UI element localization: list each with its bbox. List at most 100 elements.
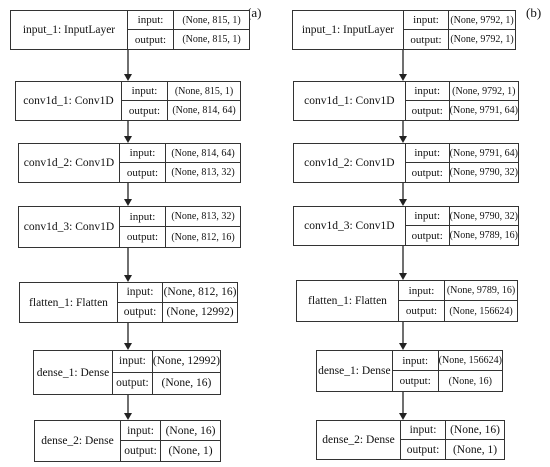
- output-label: output:: [120, 163, 166, 182]
- output-shape: (None, 16): [161, 377, 212, 390]
- output-shape: (None, 156624): [449, 305, 513, 317]
- layer-io-table: input:(None, 12992)output: (None, 16): [112, 351, 220, 394]
- input-shape: (None, 9792, 1): [449, 11, 515, 30]
- input-shape: (None, 9790, 32): [449, 207, 518, 226]
- layer-name: flatten_1: Flatten: [20, 283, 118, 322]
- output-label: output:: [122, 101, 168, 120]
- layer-name: conv1d_2: Conv1D: [294, 144, 406, 182]
- arrow-head-b-3: [399, 199, 407, 206]
- output-shape: (None, 9789, 16): [449, 230, 518, 241]
- layer-io-table: input:(None, 16)output: (None, 1): [401, 421, 504, 459]
- output-shape: (None, 12992): [166, 306, 234, 319]
- input-shape: (None, 9791, 64): [449, 144, 518, 163]
- output-label: output:: [406, 101, 450, 120]
- output-shape: (None, 16): [448, 375, 492, 387]
- layer-io-table: input:(None, 9790, 32)output:(None, 9789…: [405, 207, 518, 245]
- output-shape: (None, 812, 16): [171, 231, 235, 243]
- layer-io-table: input:(None, 9792, 1)output:(None, 9791,…: [405, 82, 518, 120]
- layer-name: input_1: InputLayer: [293, 11, 404, 49]
- output-label: output:: [113, 372, 153, 394]
- input-label: input:: [405, 144, 450, 163]
- layer-io-table: input:(None, 9789, 16)output: (None, 1566…: [399, 281, 517, 321]
- input-shape: (None, 9789, 16): [445, 281, 517, 301]
- input-shape: (None, 812, 16): [163, 283, 237, 303]
- output-shape: (None, 815, 1): [182, 34, 241, 45]
- output-shape: (None, 9792, 1): [450, 34, 514, 45]
- input-label: input:: [120, 144, 166, 163]
- layer-name: conv1d_1: Conv1D: [294, 82, 406, 120]
- output-shape: (None, 813, 32): [171, 167, 235, 178]
- layer-io-table: input:(None, 815, 1)output:(None, 814, 6…: [122, 82, 240, 120]
- arrow-head-a-3: [124, 199, 132, 206]
- layer-name: conv1d_3: Conv1D: [19, 207, 120, 247]
- input-label: input:: [128, 11, 174, 30]
- arrow-head-a-4: [124, 275, 132, 282]
- input-shape: (None, 815, 1): [168, 82, 240, 101]
- layer-io-table: input:(None, 156624)output: (None, 16): [392, 351, 502, 391]
- arrow-head-b-4: [399, 273, 407, 280]
- panel-a-label: (a): [247, 5, 262, 20]
- layer-io-table: input:(None, 9791, 64)output:(None, 9790…: [405, 144, 518, 182]
- input-label: input:: [121, 421, 161, 441]
- output-label: output:: [399, 301, 445, 321]
- input-shape: (None, 16): [161, 421, 220, 441]
- output-label: output:: [393, 371, 439, 391]
- input-shape: (None, 814, 64): [166, 144, 240, 163]
- layer-io-table: input:(None, 815, 1)output:(None, 815, 1…: [128, 11, 249, 49]
- output-shape: (None, 1): [452, 443, 498, 456]
- layer-io-table: input:(None, 812, 16)output:(None, 12992…: [118, 283, 237, 322]
- input-shape: (None, 813, 32): [166, 207, 240, 227]
- layer-name: dense_1: Dense: [317, 351, 393, 391]
- arrow-head-a-1: [124, 74, 132, 81]
- input-label: input:: [401, 421, 446, 440]
- layer-name: dense_2: Dense: [317, 421, 401, 459]
- input-shape: (None, 156624): [438, 351, 502, 371]
- layer-io-table: input:(None, 9792, 1)output:(None, 9792,…: [404, 11, 515, 49]
- input-label: input:: [118, 283, 163, 303]
- output-label: output:: [406, 163, 450, 182]
- layer-name: dense_2: Dense: [35, 421, 121, 461]
- arrow-head-b-6: [399, 413, 407, 420]
- input-label: input:: [404, 11, 449, 30]
- arrow-head-a-5: [124, 343, 132, 350]
- arrow-head-a-2: [124, 136, 132, 143]
- output-label: output:: [118, 302, 163, 322]
- input-label: input:: [112, 351, 153, 373]
- input-shape: (None, 16): [446, 421, 504, 440]
- input-label: input:: [392, 351, 439, 371]
- arrow-head-a-6: [124, 413, 132, 420]
- arrow-head-b-2: [399, 136, 407, 143]
- layer-name: conv1d_2: Conv1D: [19, 144, 120, 182]
- layer-name: input_1: InputLayer: [11, 11, 128, 49]
- output-shape: (None, 1): [168, 445, 213, 457]
- output-shape: (None, 814, 64): [172, 105, 236, 116]
- layer-io-table: input:(None, 813, 32)output:(None, 812, …: [120, 207, 240, 247]
- output-label: output:: [404, 30, 449, 49]
- input-label: input:: [399, 281, 445, 301]
- output-shape: (None, 9790, 32): [449, 167, 518, 178]
- output-label: output:: [401, 440, 446, 459]
- output-label: output:: [406, 226, 450, 245]
- input-shape: (None, 815, 1): [174, 11, 249, 30]
- layer-name: dense_1: Dense: [34, 351, 113, 394]
- output-label: output:: [120, 227, 166, 247]
- output-label: output:: [121, 441, 161, 461]
- arrow-head-b-5: [399, 343, 407, 350]
- input-shape: (None, 12992): [152, 351, 220, 373]
- input-label: input:: [405, 82, 450, 101]
